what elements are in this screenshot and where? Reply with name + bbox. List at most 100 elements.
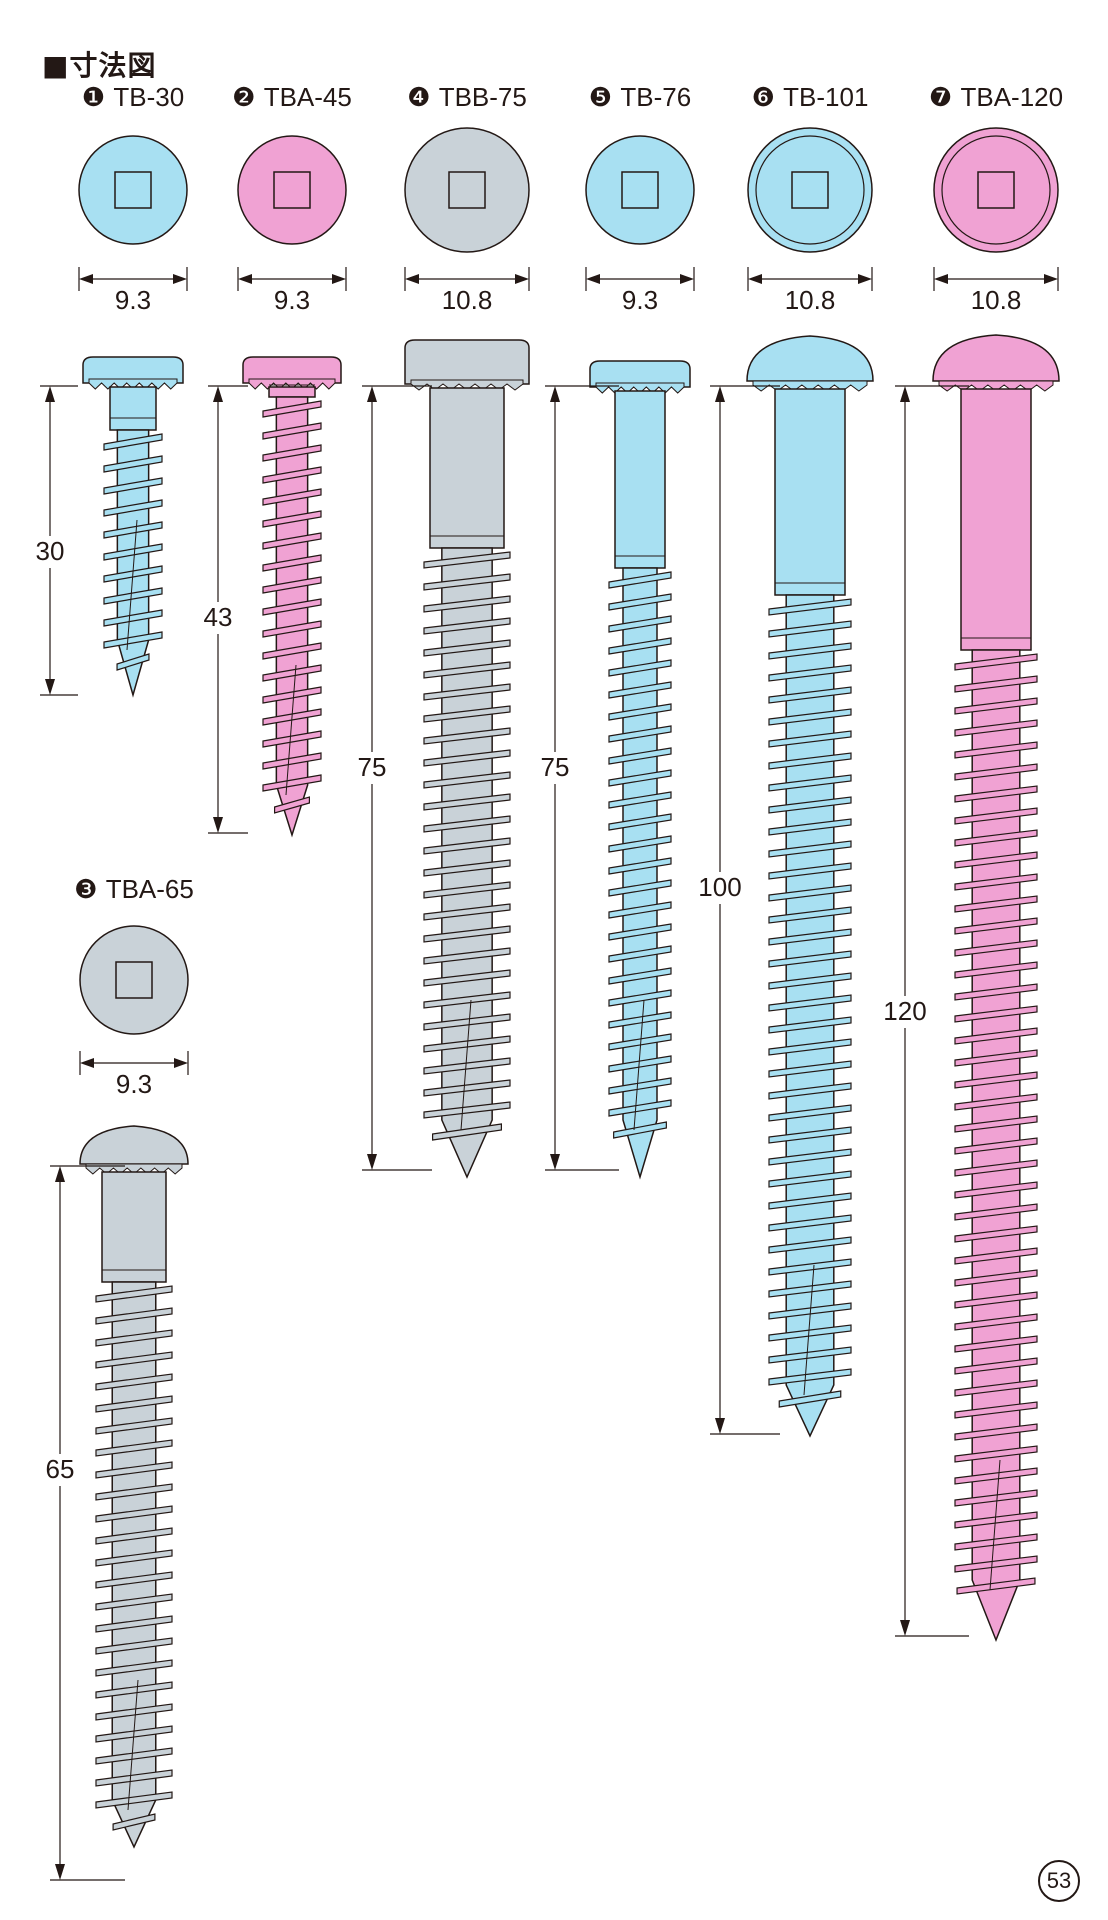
thread-crest — [954, 741, 1038, 759]
thread-crest — [95, 1659, 173, 1677]
arrowhead — [332, 274, 346, 284]
thread-crest — [262, 554, 322, 572]
thread-crest — [768, 994, 852, 1012]
thread-crest — [768, 1280, 852, 1298]
thread-crest — [103, 521, 163, 539]
thread-crest — [423, 617, 511, 635]
thread-crest — [95, 1769, 173, 1787]
thread-crest — [608, 593, 672, 611]
thread-crest — [768, 1126, 852, 1144]
thread-crest — [423, 1035, 511, 1053]
arrowhead — [1044, 274, 1058, 284]
arrowhead — [367, 1154, 377, 1170]
thread-crest — [423, 793, 511, 811]
thread-crest — [768, 1148, 852, 1166]
arrowhead — [586, 274, 600, 284]
thread-crest — [768, 818, 852, 836]
arrowhead — [900, 1620, 910, 1636]
page-number: 53 — [1038, 1860, 1080, 1902]
thread-crest — [954, 1445, 1038, 1463]
arrowhead — [45, 679, 55, 695]
thread-crest — [608, 879, 672, 897]
thread-crest — [768, 950, 852, 968]
thread-crest — [95, 1791, 173, 1809]
head-rim-ring — [755, 135, 865, 245]
thread-crest — [423, 551, 511, 569]
thread-crest — [432, 1123, 502, 1141]
thread-crest — [608, 703, 672, 721]
thread-crest — [768, 1214, 852, 1232]
screw-head-side — [589, 360, 691, 388]
thread-crest — [768, 686, 852, 704]
thread-crest — [103, 499, 163, 517]
thread-crest — [768, 1258, 852, 1276]
head-serrations — [88, 378, 178, 390]
thread-crest — [768, 862, 852, 880]
thread-crest — [768, 1192, 852, 1210]
length-value: 120 — [883, 996, 926, 1026]
screw-model-name: TB-101 — [783, 82, 868, 112]
thread-crest — [423, 749, 511, 767]
screw-model-name: TB-30 — [113, 82, 184, 112]
thread-crest — [262, 730, 322, 748]
thread-crest — [423, 639, 511, 657]
screw-model-name: TBB-75 — [439, 82, 527, 112]
thread-crest — [423, 925, 511, 943]
thread-crest — [608, 747, 672, 765]
screw-label: ❹ TBB-75 — [407, 82, 527, 113]
cutting-slot — [803, 1264, 815, 1396]
screw-number-marker: ❷ — [232, 83, 264, 113]
thread-core — [116, 429, 150, 698]
length-value: 75 — [541, 752, 570, 782]
thread-crest — [954, 785, 1038, 803]
screw-number-marker: ❹ — [407, 83, 439, 113]
thread-crest — [262, 444, 322, 462]
arrowhead — [748, 274, 762, 284]
thread-crest — [112, 1813, 156, 1831]
square-drive-recess — [977, 171, 1015, 209]
thread-crest — [954, 829, 1038, 847]
thread-crest — [954, 1401, 1038, 1419]
thread-crest — [423, 1101, 511, 1119]
arrowhead — [174, 1058, 188, 1068]
section-title: ■寸法図 — [42, 49, 157, 82]
length-value: 43 — [204, 602, 233, 632]
arrowhead — [405, 274, 419, 284]
thread-crest — [768, 1346, 852, 1364]
thread-crest — [423, 573, 511, 591]
screw-number-marker: ❻ — [752, 83, 784, 113]
screw-head-side — [79, 1125, 189, 1165]
screw-number-marker: ❺ — [589, 83, 621, 113]
thread-crest — [608, 681, 672, 699]
thread-crest — [768, 1038, 852, 1056]
thread-crest — [954, 1049, 1038, 1067]
screw-tb-76: ❺ TB-769.375 — [531, 82, 695, 1180]
thread-crest — [956, 1577, 1036, 1595]
arrowhead — [173, 274, 187, 284]
thread-crest — [608, 989, 672, 1007]
thread-crest — [954, 961, 1038, 979]
screw-shank — [774, 388, 846, 596]
length-label-background — [881, 996, 929, 1028]
thread-crest — [954, 1027, 1038, 1045]
thread-crest — [423, 991, 511, 1009]
thread-crest — [423, 903, 511, 921]
thread-crest — [608, 1055, 672, 1073]
arrowhead — [550, 1154, 560, 1170]
thread-crest — [954, 1137, 1038, 1155]
thread-crest — [95, 1681, 173, 1699]
arrowhead — [367, 386, 377, 402]
thread-crest — [608, 1011, 672, 1029]
head-serrations — [248, 378, 336, 390]
thread-crest — [768, 1324, 852, 1342]
arrowhead — [715, 386, 725, 402]
screw-tba-65: ❸ TBA-659.365 — [36, 874, 194, 1881]
thread-crest — [423, 595, 511, 613]
length-label-background — [194, 602, 242, 634]
screw-shank — [429, 387, 505, 549]
cutting-slot — [126, 519, 138, 651]
screw-model-name: TBA-65 — [106, 874, 194, 904]
thread-crest — [423, 683, 511, 701]
